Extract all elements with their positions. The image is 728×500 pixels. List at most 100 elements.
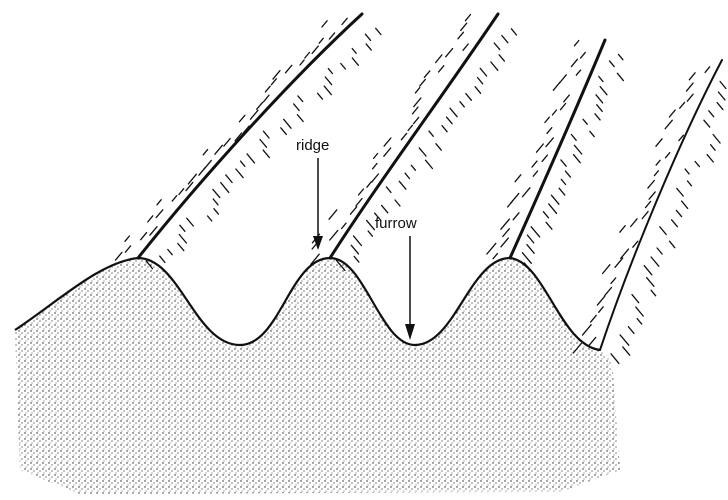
hatch-stroke (179, 235, 186, 244)
hatch-stroke (589, 337, 596, 345)
hatch-stroke (352, 58, 358, 65)
hatch-stroke (533, 171, 537, 176)
hatch-stroke (116, 252, 122, 260)
hatch-stroke (660, 227, 666, 235)
hatch-stroke (419, 148, 426, 156)
hatch-stroke (160, 256, 165, 262)
hatch-stroke (574, 155, 581, 163)
hatch-stroke (265, 86, 270, 92)
hatch-stroke (599, 307, 604, 313)
hatch-stroke (478, 78, 483, 84)
hatch-stroke (502, 36, 508, 43)
hatch-stroke (591, 315, 597, 322)
hatch-stroke (257, 102, 263, 109)
hatch-stroke (405, 173, 409, 178)
hatch-stroke (294, 104, 300, 111)
hatch-stroke (644, 266, 652, 275)
hatch-stroke (436, 55, 442, 63)
ridge-line-1 (138, 14, 362, 258)
hatch-stroke (656, 160, 660, 165)
hatch-stroke (493, 254, 497, 259)
hatch-stroke (571, 135, 576, 141)
hatch-stroke (666, 153, 670, 158)
hatch-stroke (596, 95, 603, 103)
hatch-stroke (545, 117, 549, 122)
hatch-stroke (157, 200, 161, 205)
hatch-stroke (689, 73, 695, 80)
hatch-stroke (368, 231, 372, 236)
slope-hatching (116, 15, 728, 364)
hatch-stroke (125, 246, 130, 252)
hatch-stroke (341, 64, 346, 70)
hatch-stroke (513, 213, 519, 220)
hatch-stroke (186, 182, 193, 190)
hatch-stroke (647, 278, 654, 287)
hatch-stroke (532, 161, 537, 167)
hatch-stroke (685, 169, 689, 174)
hatch-stroke (384, 138, 391, 146)
hatch-stroke (527, 235, 533, 243)
hatch-stroke (213, 189, 220, 197)
soil-body (15, 258, 620, 494)
hatch-stroke (605, 288, 612, 296)
hatch-stroke (286, 65, 292, 73)
hatch-stroke (648, 181, 654, 189)
hatch-stroke (179, 189, 184, 195)
hatch-stroke (559, 188, 565, 195)
hatch-stroke (413, 107, 419, 114)
hatch-stroke (156, 210, 163, 218)
hatch-stroke (460, 102, 464, 107)
hatch-stroke (148, 216, 153, 222)
hatch-stroke (611, 354, 619, 364)
hatch-stroke (352, 49, 356, 54)
hatch-stroke (224, 139, 230, 147)
hatch-stroke (365, 34, 370, 40)
hatch-stroke (503, 229, 510, 237)
hatch-stroke (221, 183, 229, 193)
hatch-stroke (511, 193, 519, 203)
hatch-stroke (620, 335, 629, 345)
hatch-stroke (680, 102, 685, 108)
hatch-stroke (415, 88, 419, 93)
hatch-stroke (571, 59, 577, 66)
hatch-stroke (141, 233, 147, 240)
hatch-stroke (426, 160, 433, 168)
hatch-stroke (595, 114, 600, 120)
hatch-stroke (172, 196, 177, 201)
hatch-stroke (168, 250, 172, 255)
hatch-stroke (651, 257, 659, 266)
hatch-stroke (651, 290, 656, 296)
hatch-stroke (704, 120, 710, 127)
hatch-stroke (305, 53, 310, 59)
hatch-stroke (687, 94, 693, 101)
hatch-stroke (688, 181, 692, 186)
hatch-stroke (574, 145, 581, 154)
hatch-stroke (372, 174, 379, 182)
hatch-stroke (657, 248, 662, 254)
hatch-stroke (429, 131, 433, 136)
hatch-stroke (461, 23, 467, 30)
hatch-stroke (401, 133, 406, 139)
hatch-stroke (480, 68, 486, 76)
hatch-stroke (271, 79, 276, 85)
hatch-stroke (386, 187, 391, 193)
ridge-line-3 (510, 40, 605, 258)
hatch-stroke (590, 131, 594, 136)
hatch-stroke (376, 28, 381, 34)
hatch-stroke (204, 160, 211, 169)
hatch-stroke (553, 82, 560, 90)
ridge-annotation: ridge (296, 137, 329, 250)
ridge-rows (138, 14, 722, 350)
hatch-stroke (542, 155, 547, 161)
hatch-stroke (366, 44, 371, 50)
hatch-stroke (636, 307, 643, 316)
hatch-stroke (543, 212, 548, 218)
hatch-stroke (549, 204, 557, 214)
hatch-stroke (522, 253, 531, 264)
hatch-stroke (414, 117, 419, 123)
hatch-stroke (359, 189, 364, 195)
hatch-stroke (342, 223, 346, 228)
hatch-stroke (676, 210, 681, 216)
hatch-stroke (646, 201, 651, 207)
